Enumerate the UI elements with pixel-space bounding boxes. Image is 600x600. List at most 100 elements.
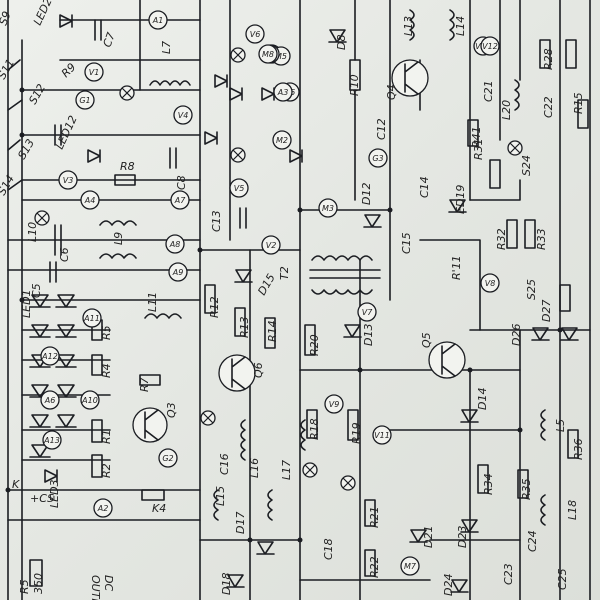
label-d21: D21: [422, 526, 435, 548]
svg-text:V9: V9: [329, 400, 340, 409]
label-d18: D18: [220, 573, 233, 595]
svg-text:A8: A8: [169, 240, 181, 249]
label-led03: LED3: [48, 479, 61, 508]
label-d14: D14: [476, 388, 489, 410]
label-l16: L16: [248, 458, 261, 478]
label-r28: R28: [542, 48, 555, 70]
meter-a7: A7: [170, 190, 190, 210]
label-l5: L5: [554, 419, 567, 432]
label-l10: L10: [26, 222, 39, 242]
label-r13: R13: [238, 316, 251, 338]
transformer-t2: [309, 255, 381, 295]
svg-text:A6: A6: [44, 396, 56, 405]
meter-v11: V11: [372, 425, 392, 445]
label-r33: R33: [535, 228, 548, 250]
svg-text:A13: A13: [43, 436, 60, 445]
meter-v7: V7: [357, 302, 377, 322]
svg-text:A3: A3: [277, 88, 289, 97]
svg-text:M2: M2: [276, 136, 288, 145]
svg-text:M7: M7: [404, 562, 417, 571]
lamps: [34, 47, 523, 491]
meter-m3: M3: [318, 198, 338, 218]
svg-text:A12: A12: [41, 352, 58, 361]
meter-g2: G2: [158, 448, 178, 468]
label-c14: C14: [418, 176, 431, 198]
label-r5: R5: [100, 325, 113, 340]
led-array: [29, 14, 303, 483]
meter-v6: V6: [245, 24, 265, 44]
label-c13: C13: [210, 210, 223, 232]
svg-text:V8: V8: [485, 279, 496, 288]
label-l11: L11: [146, 292, 159, 312]
label-r7: R7: [138, 377, 151, 392]
label-ledf: LED1: [20, 289, 33, 318]
svg-text:V7: V7: [362, 308, 373, 317]
label-r8: R8: [120, 160, 135, 173]
meter-a9: A9: [168, 262, 188, 282]
label-r9: R9: [59, 61, 79, 81]
svg-text:M8: M8: [262, 50, 274, 59]
label-c16: C16: [218, 453, 231, 475]
svg-text:G3: G3: [372, 154, 383, 163]
label-d8: D8: [335, 35, 348, 50]
svg-text:A7: A7: [174, 196, 186, 205]
svg-text:V4: V4: [178, 111, 189, 120]
label-c22: C22: [542, 96, 555, 118]
svg-text:V12: V12: [482, 42, 498, 51]
label-d26: D26: [510, 324, 523, 346]
label-r14: R14: [266, 320, 279, 342]
label-l7: L7: [160, 41, 173, 54]
label-l14: L14: [454, 16, 467, 36]
svg-text:A10: A10: [81, 396, 98, 405]
meter-v1: V1: [84, 62, 104, 82]
label-q3: Q3: [165, 402, 178, 418]
label-d24: D24: [442, 574, 455, 596]
diodes: [226, 29, 579, 593]
label-r10: R10: [348, 74, 361, 96]
label-d15: D15: [255, 272, 277, 298]
label-r32: R32: [495, 228, 508, 250]
svg-text:G1: G1: [79, 96, 90, 105]
svg-text:V3: V3: [63, 176, 74, 185]
label-r41: R41: [470, 126, 483, 148]
inductors: [99, 9, 546, 526]
label-t2: T2: [278, 266, 291, 280]
meter-m8: M8: [258, 44, 278, 64]
meter-a6: A6: [40, 390, 60, 410]
label-q5: Q5: [420, 332, 433, 348]
label-r12: R12: [208, 296, 221, 318]
label-r5b: R5: [18, 579, 31, 594]
label-r21: R21: [368, 506, 381, 528]
svg-text:A2: A2: [97, 504, 109, 513]
label-c5: C5: [30, 283, 43, 298]
meter-v9: V9: [324, 394, 344, 414]
label-l9: L9: [112, 232, 125, 245]
label-c24: C24: [526, 530, 539, 552]
label-l20: L20: [500, 100, 513, 120]
label-r18: R18: [308, 418, 321, 440]
meter-g3: G3: [368, 148, 388, 168]
svg-text:A1: A1: [152, 16, 164, 25]
label-led2: LED2: [31, 0, 55, 27]
label-k4: K4: [152, 502, 166, 515]
label-d13: D13: [362, 324, 375, 346]
meter-a13: A13: [42, 430, 62, 450]
meter-m7: M7: [400, 556, 420, 576]
label-d17: D17: [234, 512, 247, 534]
meter-v3: V3: [58, 170, 78, 190]
label-q4: Q4: [385, 84, 398, 100]
label-c7: C7: [101, 31, 118, 49]
meter-v12: V12: [480, 36, 500, 56]
meter-a12: A12: [40, 346, 60, 366]
wires-main: [199, 0, 591, 600]
label-r36: R36: [572, 438, 585, 460]
svg-text:A4: A4: [84, 196, 96, 205]
meter-v8: V8: [480, 273, 500, 293]
label-k: K: [12, 478, 20, 491]
label-l18: L18: [566, 500, 579, 520]
label-c15: C15: [400, 232, 413, 254]
label-c23: C23: [502, 563, 515, 585]
capacitors-left: [49, 19, 247, 283]
switches: [7, 59, 23, 191]
